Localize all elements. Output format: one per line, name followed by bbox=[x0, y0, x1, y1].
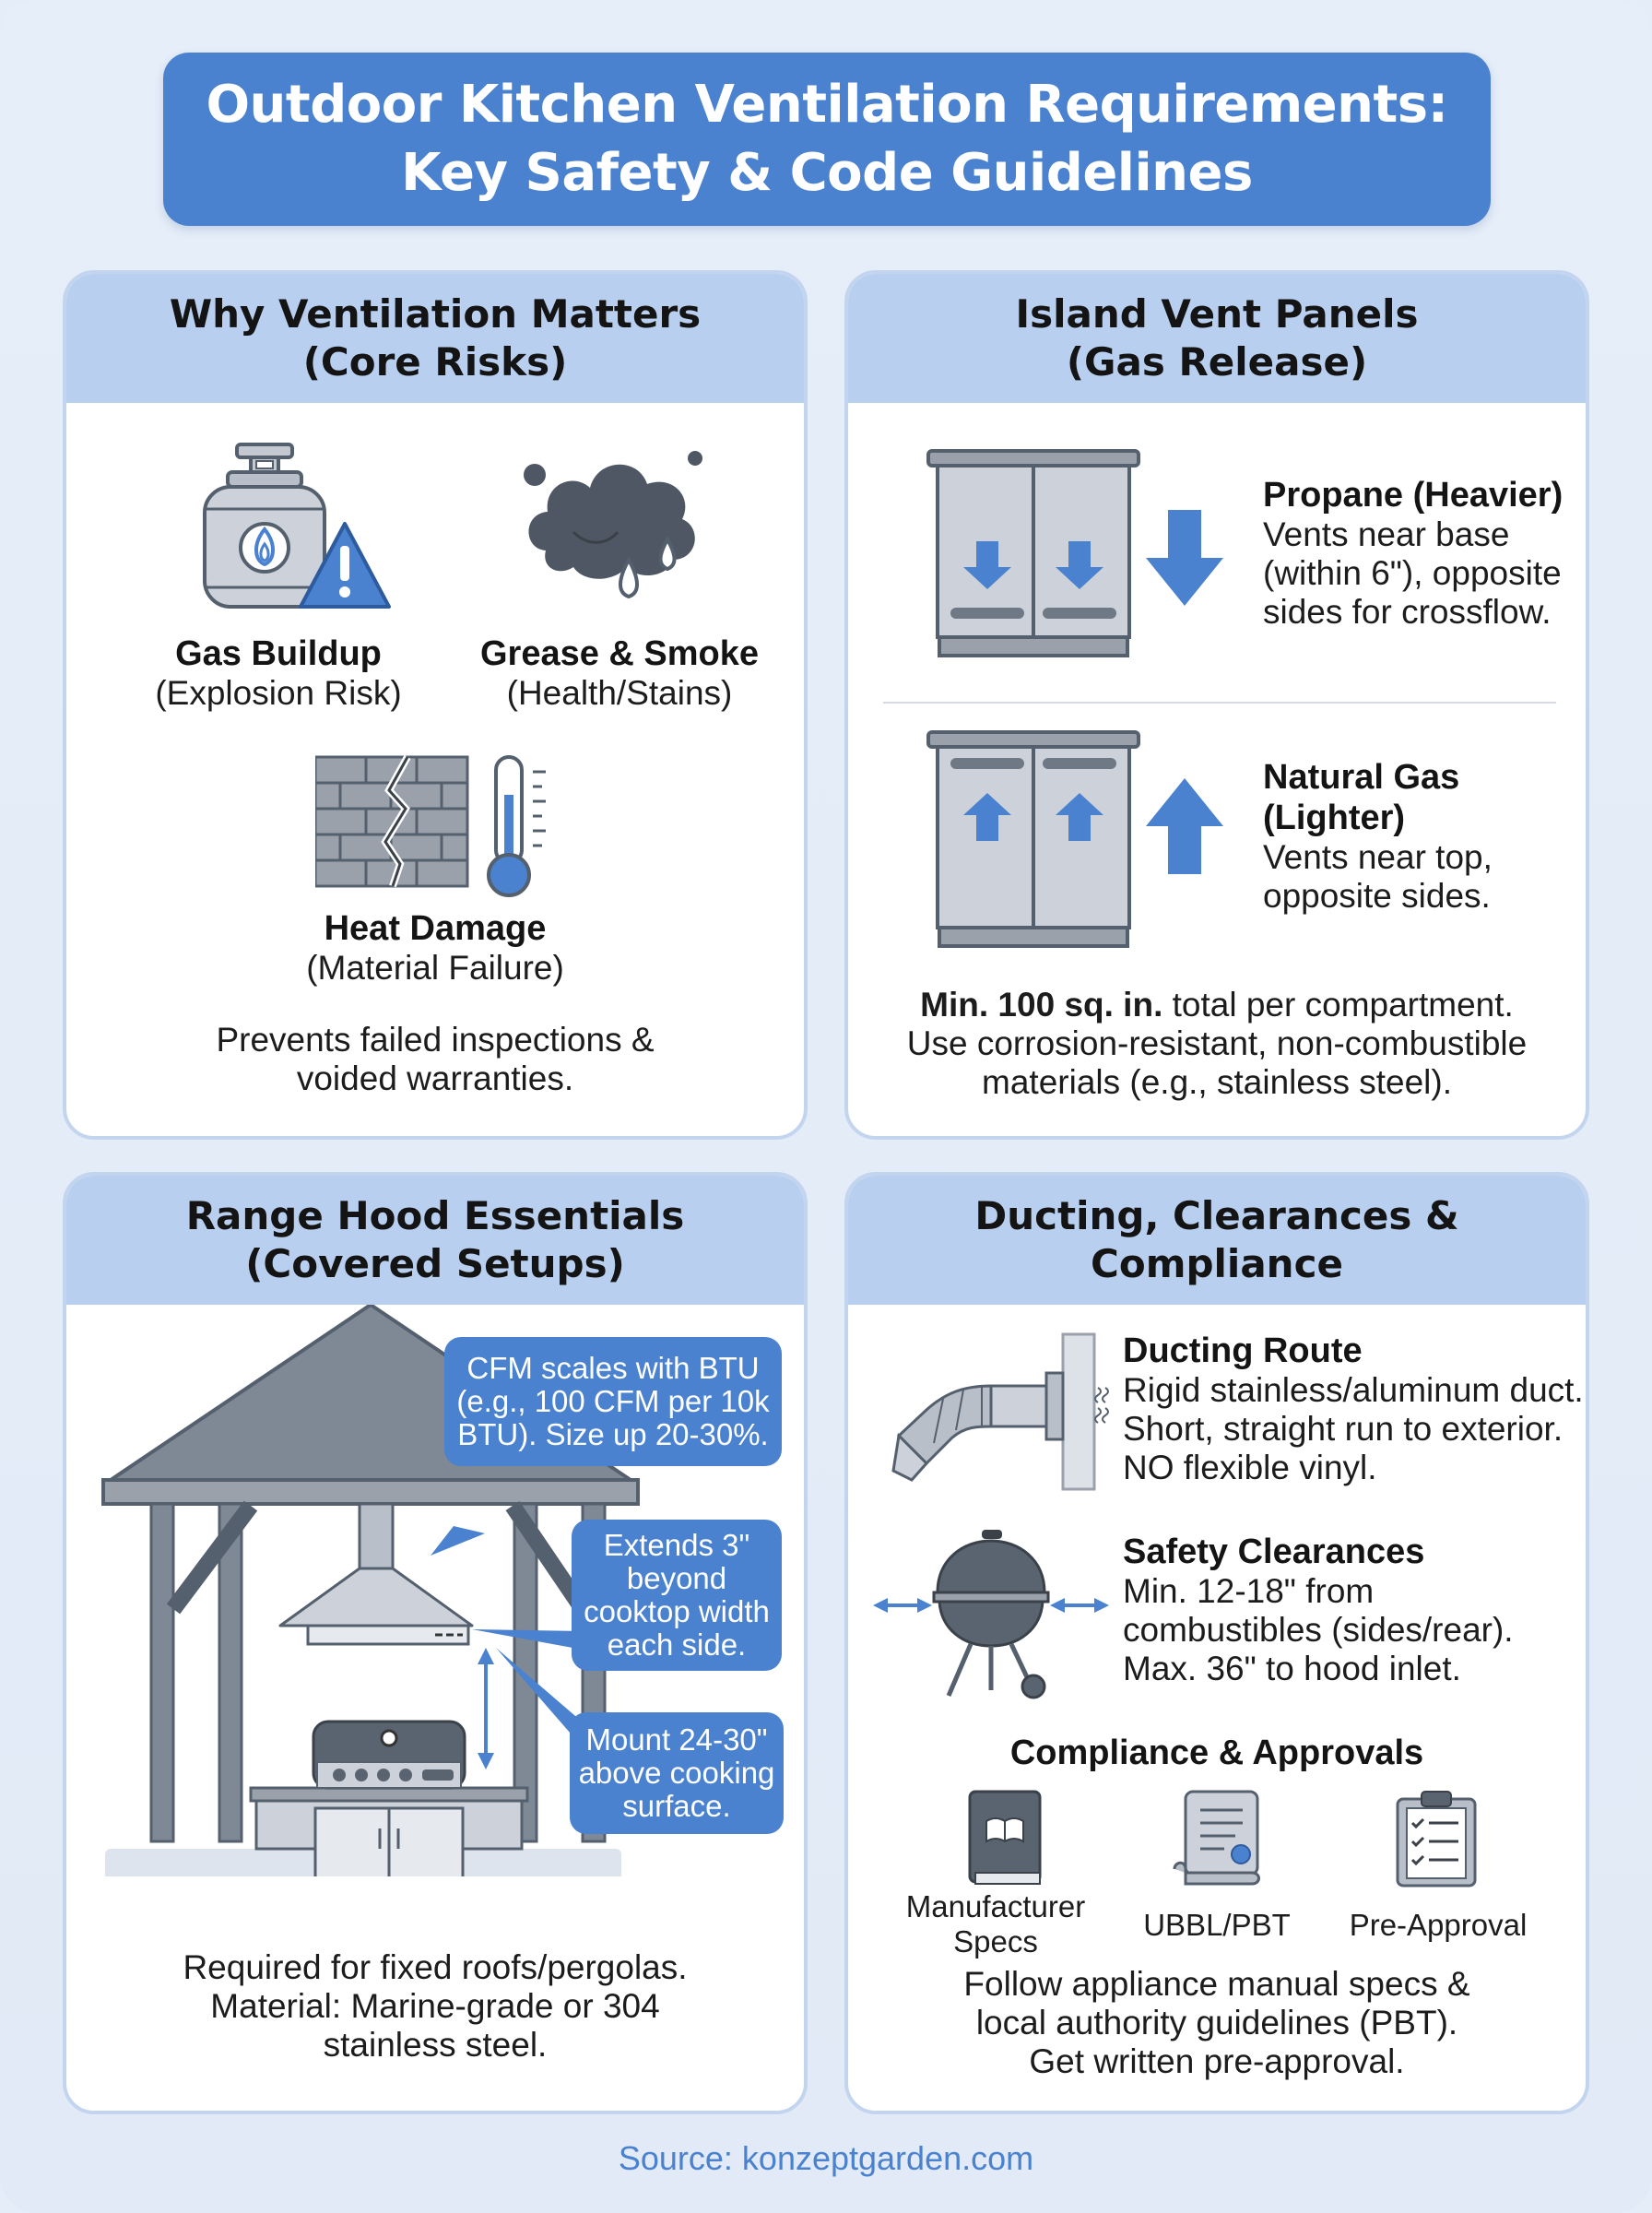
risk-subtitle: (Health/Stains) bbox=[506, 674, 733, 712]
propane-tank-warning-icon bbox=[203, 443, 391, 609]
approval-label: Pre-Approval bbox=[1349, 1908, 1528, 1942]
hood-footer-line: stainless steel. bbox=[323, 2026, 548, 2064]
panel-why-ventilation: Why Ventilation Matters (Core Risks) Gas… bbox=[63, 270, 808, 1140]
panel-heading-line-2: (Gas Release) bbox=[1066, 339, 1368, 385]
approval-label: Specs bbox=[953, 1924, 1038, 1959]
ducting-footer-line: local authority guidelines (PBT). bbox=[975, 2004, 1458, 2041]
clipboard-checklist-icon bbox=[1396, 1791, 1477, 1888]
why-footer-line-2: voided warranties. bbox=[296, 1059, 574, 1097]
page-title-line-2: Key Safety & Code Guidelines bbox=[401, 143, 1253, 203]
callout-line: CFM scales with BTU bbox=[466, 1351, 760, 1385]
panel-heading-line-1: Range Hood Essentials bbox=[185, 1193, 685, 1238]
approval-manufacturer-specs: Manufacturer Specs bbox=[894, 1889, 1097, 1959]
safety-clearances-title: Safety Clearances bbox=[1123, 1533, 1425, 1571]
panel-header: Ducting, Clearances & Compliance bbox=[848, 1176, 1586, 1305]
page-title-banner: Outdoor Kitchen Ventilation Requirements… bbox=[163, 53, 1491, 226]
approval-ubbl-pbt: UBBL/PBT bbox=[1115, 1908, 1318, 1943]
cracked-brick-thermometer-icon bbox=[315, 755, 546, 897]
cabinet-vents-bottom-icon bbox=[926, 449, 1223, 657]
scroll-document-icon bbox=[1173, 1790, 1260, 1886]
grill-clearance-icon bbox=[873, 1530, 1109, 1699]
risk-title: Grease & Smoke bbox=[479, 634, 760, 673]
callout-line: BTU). Size up 20-30%. bbox=[457, 1417, 769, 1451]
callout-line: (e.g., 100 CFM per 10k bbox=[456, 1384, 770, 1418]
risk-title: Heat Damage bbox=[324, 909, 547, 948]
risk-gas-buildup: Gas Buildup (Explosion Risk) bbox=[85, 633, 472, 713]
panel-ducting-compliance: Ducting, Clearances & Compliance Ducting… bbox=[844, 1172, 1589, 2114]
compliance-title: Compliance & Approvals bbox=[1009, 1734, 1424, 1772]
panel-heading-line-1: Why Ventilation Matters bbox=[169, 291, 702, 337]
safety-clearances-line: Max. 36" to hood inlet. bbox=[1123, 1650, 1461, 1687]
ducting-footer-note: Follow appliance manual specs & local au… bbox=[848, 1965, 1586, 2081]
panel-heading-line-1: Island Vent Panels bbox=[1015, 291, 1419, 337]
hood-footer-line: Material: Marine-grade or 304 bbox=[210, 1987, 660, 2025]
ducting-route-line: Short, straight run to exterior. bbox=[1123, 1410, 1564, 1448]
propane-line: Vents near base bbox=[1263, 515, 1510, 553]
why-footer-line-1: Prevents failed inspections & bbox=[216, 1021, 655, 1059]
pergola-hood-grill-illustration bbox=[101, 1305, 640, 1876]
manual-book-icon bbox=[968, 1790, 1042, 1885]
callout-line: cooktop width bbox=[584, 1594, 770, 1628]
panel-heading-line-2: (Covered Setups) bbox=[245, 1241, 625, 1286]
page-title-line-1: Outdoor Kitchen Ventilation Requirements… bbox=[206, 75, 1448, 135]
natural-gas-title-line-1: Natural Gas bbox=[1263, 758, 1460, 797]
propane-line: (within 6"), opposite bbox=[1263, 554, 1562, 592]
why-footer-note: Prevents failed inspections & voided war… bbox=[66, 1021, 804, 1098]
propane-line: sides for crossflow. bbox=[1263, 593, 1552, 631]
duct-elbow-icon bbox=[891, 1332, 1109, 1491]
natural-gas-title-line-2: (Lighter) bbox=[1263, 799, 1406, 837]
natural-gas-line: opposite sides. bbox=[1263, 877, 1491, 915]
island-note-rest: total per compartment. bbox=[1162, 986, 1514, 1024]
approval-label: UBBL/PBT bbox=[1143, 1908, 1291, 1942]
source-credit: Source: konzeptgarden.com bbox=[618, 2139, 1034, 2177]
panel-heading: Ducting, Clearances & Compliance bbox=[974, 1193, 1459, 1286]
panel-heading-line-2: (Core Risks) bbox=[302, 339, 568, 385]
panel-range-hood: Range Hood Essentials (Covered Setups) bbox=[63, 1172, 808, 2114]
safety-clearances-line: Min. 12-18" from bbox=[1123, 1572, 1375, 1610]
callout-line: each side. bbox=[607, 1627, 747, 1662]
island-note-emphasis: Min. 100 sq. in. bbox=[920, 986, 1163, 1024]
ducting-route-line: NO flexible vinyl. bbox=[1123, 1449, 1377, 1486]
natural-gas-description: Natural Gas (Lighter) Vents near top, op… bbox=[1263, 757, 1586, 916]
ducting-route: Ducting Route Rigid stainless/aluminum d… bbox=[1123, 1331, 1584, 1487]
panel-header: Island Vent Panels (Gas Release) bbox=[848, 274, 1586, 403]
panel-header: Why Ventilation Matters (Core Risks) bbox=[66, 274, 804, 403]
propane-title: Propane (Heavier) bbox=[1263, 476, 1564, 515]
propane-description: Propane (Heavier) Vents near base (withi… bbox=[1263, 475, 1586, 632]
approval-label: Manufacturer bbox=[905, 1889, 1086, 1923]
risk-heat-damage: Heat Damage (Material Failure) bbox=[242, 908, 629, 988]
divider bbox=[883, 702, 1556, 704]
hood-footer-note: Required for fixed roofs/pergolas. Mater… bbox=[66, 1948, 804, 2065]
panel-island-vents: Island Vent Panels (Gas Release) Propane… bbox=[844, 270, 1589, 1140]
safety-clearances: Safety Clearances Min. 12-18" from combu… bbox=[1123, 1532, 1584, 1688]
cabinet-vents-top-icon bbox=[926, 730, 1223, 948]
callout-hood-extends: Extends 3" beyond cooktop width each sid… bbox=[572, 1520, 782, 1671]
callout-line: Mount 24-30" bbox=[585, 1722, 768, 1757]
smoke-cloud-icon bbox=[524, 451, 702, 599]
ducting-route-line: Rigid stainless/aluminum duct. bbox=[1123, 1371, 1584, 1409]
risk-subtitle: (Material Failure) bbox=[306, 949, 564, 987]
callout-line: beyond bbox=[626, 1561, 727, 1595]
approval-pre-approval: Pre-Approval bbox=[1328, 1908, 1549, 1943]
callout-line: surface. bbox=[622, 1789, 731, 1823]
risk-grease-smoke: Grease & Smoke (Health/Stains) bbox=[426, 633, 804, 713]
hood-footer-line: Required for fixed roofs/pergolas. bbox=[183, 1948, 688, 1986]
callout-mount-height: Mount 24-30" above cooking surface. bbox=[570, 1712, 784, 1834]
panel-header: Range Hood Essentials (Covered Setups) bbox=[66, 1176, 804, 1305]
callout-line: above cooking bbox=[578, 1756, 775, 1790]
ducting-footer-line: Follow appliance manual specs & bbox=[963, 1965, 1470, 2003]
risk-subtitle: (Explosion Risk) bbox=[155, 674, 402, 712]
ducting-route-title: Ducting Route bbox=[1123, 1331, 1363, 1370]
island-note-line-2: Use corrosion-resistant, non-combustible bbox=[906, 1024, 1528, 1062]
risk-title: Gas Buildup bbox=[175, 634, 382, 673]
natural-gas-line: Vents near top, bbox=[1263, 838, 1493, 876]
callout-line: Extends 3" bbox=[603, 1528, 750, 1562]
island-note-line-3: materials (e.g., stainless steel). bbox=[982, 1063, 1452, 1101]
ducting-footer-line: Get written pre-approval. bbox=[1029, 2042, 1405, 2080]
callout-cfm: CFM scales with BTU (e.g., 100 CFM per 1… bbox=[444, 1337, 782, 1466]
island-note: Min. 100 sq. in. total per compartment. … bbox=[848, 986, 1586, 1102]
safety-clearances-line: combustibles (sides/rear). bbox=[1123, 1611, 1514, 1649]
